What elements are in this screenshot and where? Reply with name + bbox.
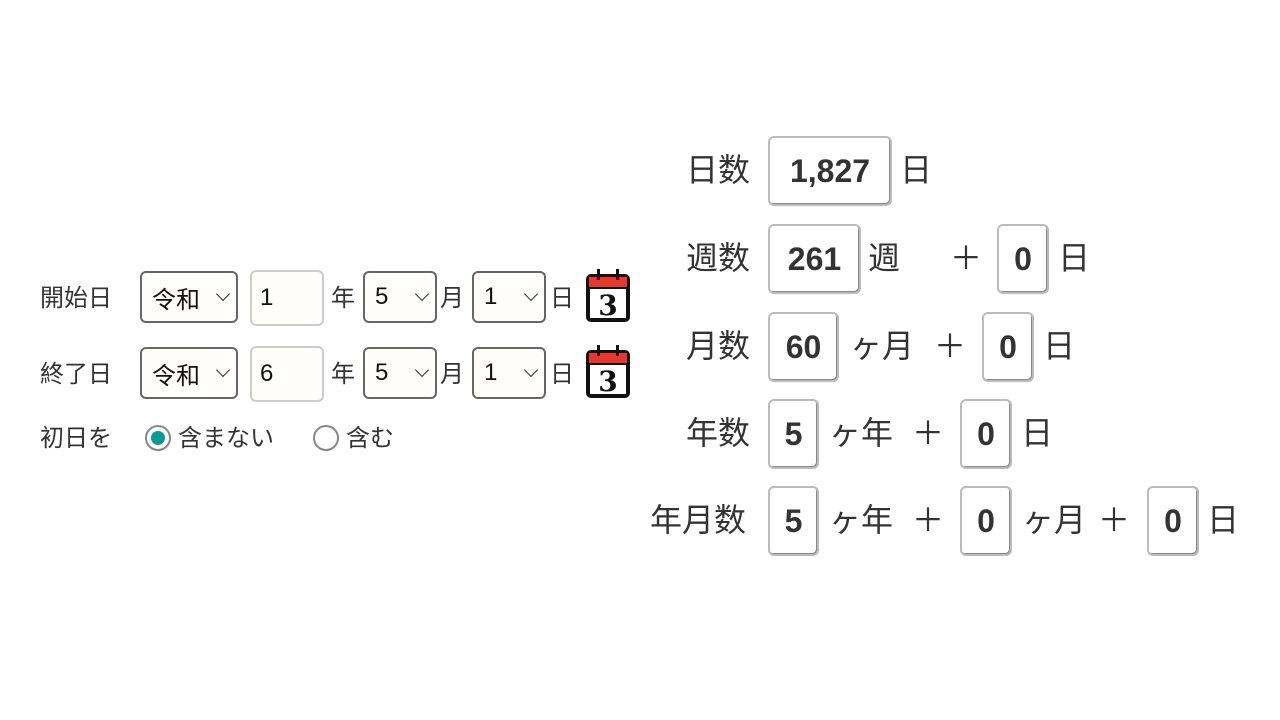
end-year-input[interactable]: 6 (250, 346, 324, 402)
ymd-months-unit: ヶ月 (1022, 501, 1087, 539)
radio-exclude-first-day[interactable] (145, 425, 171, 451)
chevron-down-icon (215, 286, 231, 302)
ymd-years-unit: ヶ年 (829, 501, 894, 539)
chevron-down-icon (414, 362, 430, 378)
plus-sign: ＋ (1098, 501, 1131, 539)
ymd-days-unit: 日 (1207, 501, 1240, 539)
start-month-unit: 月 (440, 284, 464, 312)
days-label: 日数 (686, 151, 751, 189)
end-year-unit: 年 (331, 360, 355, 388)
weeks-remainder-unit: 日 (1058, 239, 1091, 277)
months-remainder-unit: 日 (1043, 327, 1076, 365)
end-day-value: 1 (484, 359, 498, 386)
end-day-unit: 日 (550, 360, 574, 388)
chevron-down-icon (523, 286, 539, 302)
calendar-icon[interactable]: 3 (584, 268, 632, 324)
chevron-down-icon (414, 286, 430, 302)
svg-text:3: 3 (598, 289, 617, 322)
end-month-value: 5 (375, 359, 389, 386)
plus-sign: ＋ (934, 327, 967, 365)
ymd-label: 年月数 (650, 501, 747, 539)
plus-sign: ＋ (950, 239, 983, 277)
start-year-input[interactable]: 1 (250, 270, 324, 326)
years-unit: ヶ年 (829, 414, 894, 452)
months-remainder-days: 0 (982, 312, 1034, 382)
weeks-label: 週数 (686, 239, 751, 277)
start-era-value: 令和 (152, 286, 200, 314)
svg-text:3: 3 (598, 365, 617, 398)
start-date-label: 開始日 (40, 284, 112, 312)
weeks-unit: 週 (868, 239, 901, 277)
chevron-down-icon (215, 362, 231, 378)
plus-sign: ＋ (912, 414, 945, 452)
years-label: 年数 (686, 414, 751, 452)
weeks-remainder-days: 0 (997, 224, 1049, 294)
years-value: 5 (768, 399, 819, 469)
end-date-label: 終了日 (40, 360, 112, 388)
calendar-icon[interactable]: 3 (584, 344, 632, 400)
start-month-value: 5 (375, 283, 389, 310)
end-era-value: 令和 (152, 362, 200, 390)
months-unit: ヶ月 (850, 327, 915, 365)
start-era-select[interactable]: 令和 (140, 271, 238, 323)
chevron-down-icon (523, 362, 539, 378)
start-day-value: 1 (484, 283, 498, 310)
end-day-select[interactable]: 1 (472, 347, 546, 399)
months-label: 月数 (686, 327, 751, 365)
start-day-select[interactable]: 1 (472, 271, 546, 323)
years-remainder-days: 0 (960, 399, 1012, 469)
months-value: 60 (768, 312, 839, 382)
plus-sign: ＋ (912, 501, 945, 539)
end-month-unit: 月 (440, 360, 464, 388)
ymd-days-value: 0 (1147, 486, 1199, 556)
start-day-unit: 日 (550, 284, 574, 312)
start-month-select[interactable]: 5 (363, 271, 437, 323)
end-era-select[interactable]: 令和 (140, 347, 238, 399)
weeks-value: 261 (768, 224, 861, 294)
end-month-select[interactable]: 5 (363, 347, 437, 399)
days-unit: 日 (900, 151, 933, 189)
start-year-unit: 年 (331, 284, 355, 312)
ymd-years-value: 5 (768, 486, 819, 556)
radio-include-label[interactable]: 含む (346, 424, 394, 452)
days-value: 1,827 (768, 136, 892, 206)
ymd-months-value: 0 (960, 486, 1012, 556)
radio-exclude-label[interactable]: 含まない (178, 424, 274, 452)
first-day-label: 初日を (40, 424, 112, 452)
radio-include-first-day[interactable] (313, 425, 339, 451)
years-remainder-unit: 日 (1021, 414, 1054, 452)
